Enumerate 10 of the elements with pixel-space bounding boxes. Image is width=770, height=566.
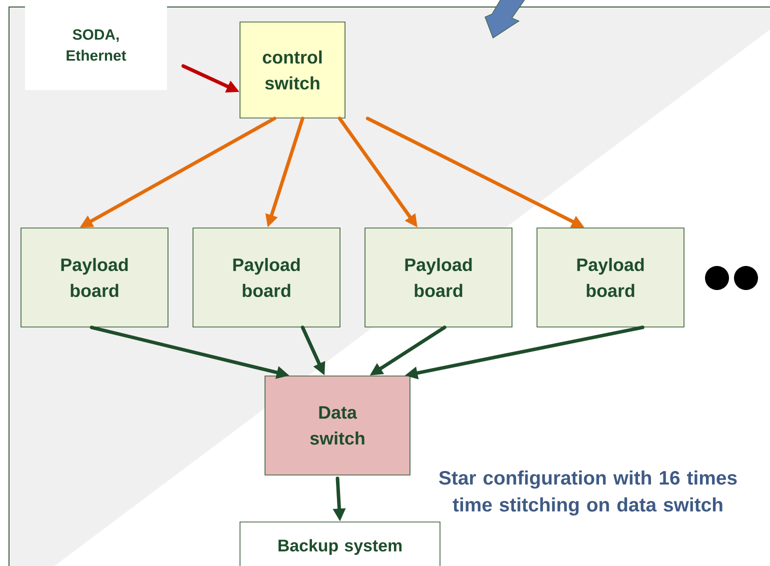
node-label: SODA, Ethernet: [66, 29, 126, 61]
board-box: Payload board: [536, 228, 684, 328]
board-box: Payload board: [364, 228, 512, 328]
switch-box: Data switch: [264, 376, 410, 476]
switch-box: control switch: [240, 22, 346, 118]
text-box: SODA, Ethernet: [25, 0, 167, 90]
backup-box: Backup system: [240, 522, 440, 566]
board-box: Payload board: [20, 228, 168, 328]
board-box: Payload board: [192, 228, 340, 328]
note-text: Star configuration with 16 times time stitching on data switch: [439, 470, 737, 516]
